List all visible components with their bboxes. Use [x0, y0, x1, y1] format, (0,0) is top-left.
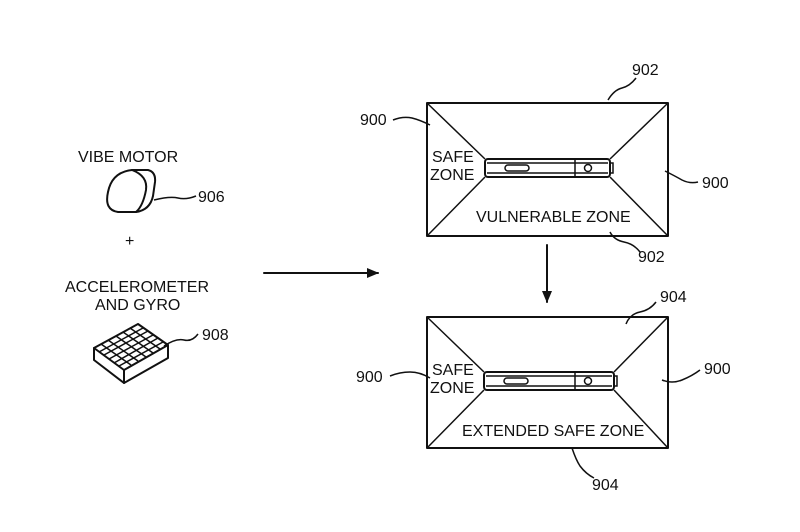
accelerometer-chip-icon — [93, 323, 169, 384]
top-ref-900-left: 900 — [360, 112, 387, 129]
left-components: VIBE MOTOR 906 + ACCELEROMETER AND GYRO — [65, 149, 229, 384]
bottom-ref-900-right-leader — [661, 369, 701, 383]
bottom-ref-904-top: 904 — [660, 289, 687, 306]
top-ref-900-right-leader — [664, 170, 699, 184]
top-panel-frame — [426, 102, 669, 237]
top-safe-zone-label-line1: SAFE — [432, 149, 474, 166]
bottom-bottom-zone-label: EXTENDED SAFE ZONE — [462, 423, 644, 440]
plus-sign: + — [125, 233, 134, 250]
vibe-motor-ref: 906 — [198, 189, 225, 206]
top-ref-902-bottom-leader — [609, 231, 641, 253]
top-phone-icon — [484, 158, 614, 178]
top-panel-zone-lines — [426, 102, 669, 237]
bottom-ref-900-left-leader — [389, 371, 431, 379]
bottom-ref-904-bottom-leader — [571, 447, 595, 479]
bottom-panel-zone-lines — [426, 316, 669, 449]
accelerometer-label-line1: ACCELEROMETER — [65, 279, 209, 296]
vibe-motor-leader-line — [153, 195, 197, 201]
bottom-safe-zone-label-line2: ZONE — [430, 380, 474, 397]
accelerometer-ref: 908 — [202, 327, 229, 344]
top-ref-902-top: 902 — [632, 62, 659, 79]
bottom-phone-icon — [483, 371, 618, 391]
accelerometer-leader-line — [163, 333, 199, 347]
bottom-ref-900-right: 900 — [704, 361, 731, 378]
top-ref-902-top-leader — [607, 77, 637, 101]
top-ref-900-left-leader — [392, 116, 431, 126]
vibe-motor-icon — [106, 169, 157, 213]
top-safe-zone-label-line2: ZONE — [430, 167, 474, 184]
top-ref-902-bottom: 902 — [638, 249, 665, 266]
accelerometer-label-line2: AND GYRO — [95, 297, 180, 314]
bottom-ref-900-left: 900 — [356, 369, 383, 386]
bottom-panel-frame — [426, 316, 669, 449]
vibe-motor-label: VIBE MOTOR — [78, 149, 178, 166]
top-ref-900-right: 900 — [702, 175, 729, 192]
bottom-ref-904-bottom: 904 — [592, 477, 619, 494]
top-bottom-zone-label: VULNERABLE ZONE — [476, 209, 631, 226]
bottom-panel: SAFE ZONE EXTENDED SAFE ZONE 904 904 900… — [356, 289, 731, 494]
top-panel: SAFE ZONE VULNERABLE ZONE 902 902 900 90… — [360, 62, 729, 266]
bottom-ref-904-top-leader — [625, 301, 657, 325]
bottom-safe-zone-label-line1: SAFE — [432, 362, 474, 379]
